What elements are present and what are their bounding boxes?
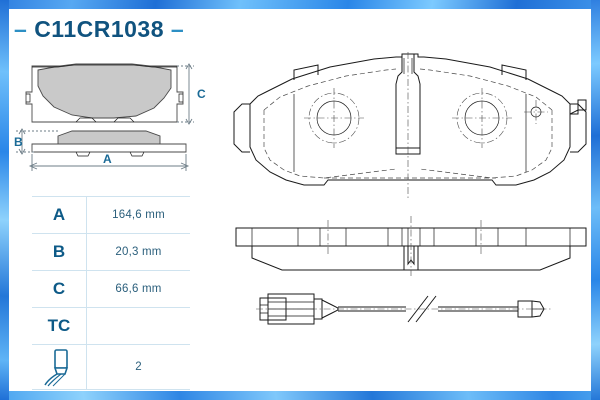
frame-right-gradient: [591, 0, 600, 400]
table-row: A 164,6 mm: [32, 196, 190, 234]
table-row: 2: [32, 344, 190, 390]
frame-bottom-gradient: [0, 391, 600, 400]
wear-sensor-icon: [32, 344, 87, 390]
dimension-label-b: B: [14, 135, 23, 149]
spec-value-tc: [86, 307, 190, 345]
spec-label-a: A: [32, 196, 87, 234]
dimension-label-c: C: [197, 87, 206, 101]
product-code: C11CR1038: [34, 16, 164, 42]
title-dash-left: –: [14, 16, 28, 42]
spec-value-b: 20,3 mm: [86, 233, 190, 271]
brake-pad-edge-view-technical-drawing: [235, 214, 587, 281]
specification-table: A 164,6 mm B 20,3 mm C 66,6 mm TC: [32, 196, 190, 390]
table-row: TC: [32, 307, 190, 345]
title-dash-right: –: [170, 16, 185, 42]
specification-table-body: A 164,6 mm B 20,3 mm C 66,6 mm TC: [32, 196, 190, 390]
spec-value-c: 66,6 mm: [86, 270, 190, 308]
spec-label-c: C: [32, 270, 87, 308]
spec-label-b: B: [32, 233, 87, 271]
wear-sensor-cable-technical-drawing: [256, 288, 552, 335]
spec-value-a: 164,6 mm: [86, 196, 190, 234]
page-title: – C11CR1038 –: [14, 16, 184, 43]
spec-value-sensor-count: 2: [86, 344, 190, 390]
brake-pad-front-schematic: C B A: [14, 58, 224, 183]
spec-label-tc: TC: [32, 307, 87, 345]
table-row: C 66,6 mm: [32, 270, 190, 308]
table-row: B 20,3 mm: [32, 233, 190, 271]
dimension-label-a: A: [103, 152, 112, 166]
brake-pad-top-view-technical-drawing: [233, 52, 587, 207]
